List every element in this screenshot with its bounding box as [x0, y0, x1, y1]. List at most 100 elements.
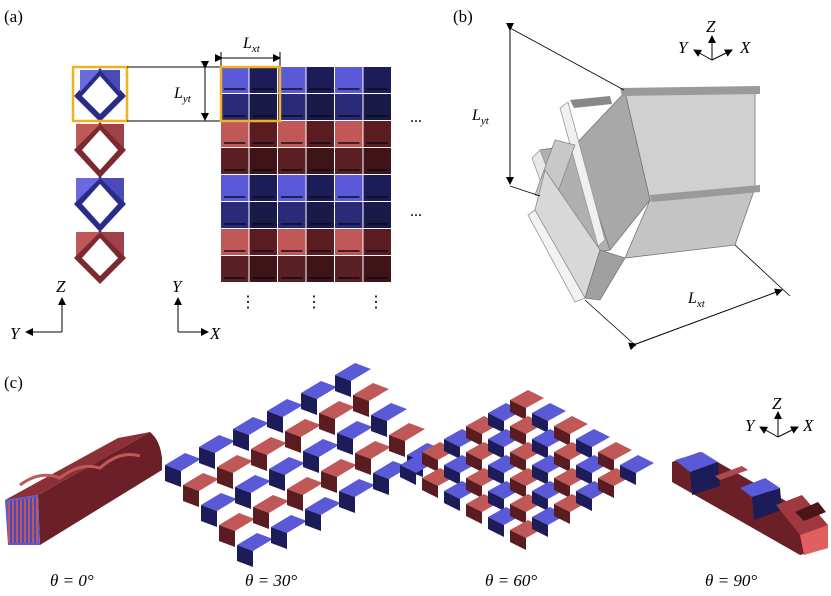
- sheet-side: [339, 491, 355, 513]
- tile-grid: [221, 67, 391, 282]
- sheet-face: [269, 457, 305, 475]
- sheet-face: [355, 441, 391, 459]
- sheet-face: [353, 383, 389, 401]
- sheet-side: [235, 487, 251, 509]
- sheet-side: [305, 509, 321, 531]
- checker-face: [598, 442, 632, 460]
- sheet-side: [201, 505, 217, 527]
- checker-side: [576, 439, 592, 459]
- sheet-face: [335, 363, 371, 381]
- angle-label-0: θ = 0°: [50, 571, 94, 590]
- sheet-side: [219, 525, 235, 547]
- panel-c-label: (c): [4, 373, 23, 392]
- chain-cell-red-2: [74, 230, 126, 284]
- chain-highlight-box: [71, 65, 129, 123]
- checker-side: [598, 452, 614, 472]
- sheet-side: [353, 395, 369, 417]
- checker-side: [510, 478, 526, 498]
- sheet-side: [269, 469, 285, 491]
- axes-xyz-c: Z Y X: [745, 394, 814, 438]
- lyt-guide-top-b: [509, 27, 625, 91]
- sheet-side: [183, 485, 199, 507]
- chain-cell-blue-1: [74, 68, 126, 122]
- sheet-face: [237, 533, 273, 551]
- checker-side: [576, 465, 592, 485]
- sheet-side: [287, 489, 303, 511]
- sheet-side: [285, 431, 301, 453]
- lyt-label-b: Lyt: [471, 107, 490, 127]
- sheet-face: [165, 453, 201, 471]
- sheet-side: [319, 413, 335, 435]
- sheet-face: [287, 477, 323, 495]
- sheet-face: [199, 435, 235, 453]
- sheet-face: [253, 495, 289, 513]
- checker-side: [510, 426, 526, 446]
- checker-side: [466, 426, 482, 446]
- sheet-face: [337, 421, 373, 439]
- checker-side: [444, 465, 460, 485]
- h-ellipsis-1: ...: [410, 109, 422, 126]
- svg-text:Y: Y: [678, 38, 689, 57]
- v-ellipsis-3: ⋮: [368, 294, 384, 311]
- checker-side: [466, 452, 482, 472]
- checker-side: [488, 465, 504, 485]
- sheet-side: [237, 545, 253, 567]
- checker-side: [510, 400, 526, 420]
- svg-text:Y: Y: [10, 324, 21, 343]
- sheet-side: [199, 447, 215, 469]
- sheet-face: [217, 455, 253, 473]
- lxt-label-b: Lxt: [687, 290, 706, 310]
- chain-cell-red-1: [74, 122, 126, 178]
- checker-side: [488, 439, 504, 459]
- sheet-face: [339, 479, 375, 497]
- v-ellipsis-2: ⋮: [306, 294, 322, 311]
- checker-side: [422, 452, 438, 472]
- sheet-face: [235, 475, 271, 493]
- config-theta-90: [672, 452, 828, 555]
- checker-side: [510, 530, 526, 550]
- config-theta-30: [165, 363, 443, 567]
- lxt-label-a: Lxt: [242, 35, 261, 55]
- sheet-face: [271, 515, 307, 533]
- sheet-side: [337, 433, 353, 455]
- svg-text:Z: Z: [706, 17, 716, 36]
- svg-text:Z: Z: [772, 394, 782, 413]
- sheet-side: [303, 451, 319, 473]
- h-ellipsis-2: ...: [410, 203, 422, 220]
- sheet-face: [305, 497, 341, 515]
- checker-face: [620, 455, 654, 473]
- checker-side: [598, 478, 614, 498]
- chain-cell-blue-2: [74, 176, 126, 232]
- sheet-face: [219, 513, 255, 531]
- panel-b-label: (b): [453, 7, 473, 26]
- sheet-side: [253, 507, 269, 529]
- config-theta-0: [5, 432, 162, 545]
- angle-label-90: θ = 90°: [705, 571, 757, 590]
- sheet-face: [301, 381, 337, 399]
- sheet-face: [303, 439, 339, 457]
- axes-zy: Z Y: [10, 277, 66, 343]
- angle-label-30: θ = 30°: [245, 571, 297, 590]
- lyt-label-a: Lyt: [173, 85, 192, 105]
- sheet-side: [371, 415, 387, 437]
- checker-side: [422, 478, 438, 498]
- config-theta-60: [400, 390, 654, 550]
- sheet-face: [233, 417, 269, 435]
- axes-xyz-b: Z Y X: [678, 17, 751, 61]
- sheet-side: [335, 375, 351, 397]
- sheet-face: [285, 419, 321, 437]
- checker-side: [554, 504, 570, 524]
- sheet-face: [321, 459, 357, 477]
- sheet-side: [251, 449, 267, 471]
- sheet-face: [319, 401, 355, 419]
- checker-side: [488, 491, 504, 511]
- checker-side: [532, 517, 548, 537]
- checker-side: [510, 452, 526, 472]
- unit-cell-3d: [527, 86, 760, 303]
- cell-chain: [74, 68, 126, 284]
- sheet-side: [233, 429, 249, 451]
- panel-a-label: (a): [4, 7, 23, 26]
- sheet-face: [267, 399, 303, 417]
- checker-side: [576, 491, 592, 511]
